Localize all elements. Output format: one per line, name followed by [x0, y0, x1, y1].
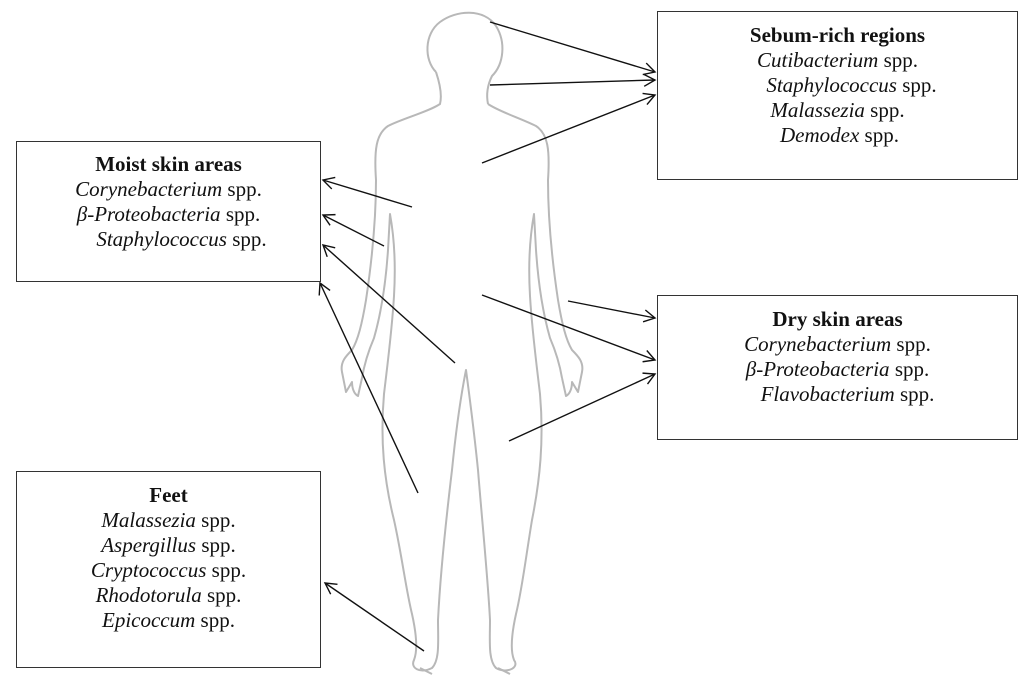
sebum-rich-regions-box: Sebum-rich regions Cutibacterium spp. St…	[657, 11, 1018, 180]
arrow-abdomen-to-dry	[482, 295, 655, 360]
inner-legs-outline	[438, 370, 490, 620]
organism-entry: Cutibacterium spp.	[658, 48, 1017, 73]
right-torso-outline	[490, 214, 562, 670]
organism-entry: Flavobacterium spp.	[658, 382, 1017, 407]
dry-box-title: Dry skin areas	[658, 307, 1017, 332]
sebum-box-title: Sebum-rich regions	[658, 23, 1017, 48]
organism-entry: Malassezia spp.	[658, 98, 1017, 123]
organism-entry: Staphylococcus spp.	[658, 73, 1017, 98]
arrow-chest-to-sebum	[482, 95, 655, 163]
organism-entry: Corynebacterium spp.	[17, 177, 320, 202]
arrow-head-to-sebum	[490, 22, 655, 72]
organism-entry: Cryptococcus spp.	[17, 558, 320, 583]
left-arm-outline	[342, 72, 441, 396]
organism-entry: β-Proteobacteria spp.	[658, 357, 1017, 382]
organism-entry: Rhodotorula spp.	[17, 583, 320, 608]
moist-box-title: Moist skin areas	[17, 152, 320, 177]
arrow-foot-to-feet	[325, 583, 424, 651]
organism-entry: Demodex spp.	[658, 123, 1017, 148]
organism-entry: Epicoccum spp.	[17, 608, 320, 633]
organism-entry: Malassezia spp.	[17, 508, 320, 533]
feet-box: Feet Malassezia spp. Aspergillus spp. Cr…	[16, 471, 321, 668]
organism-entry: Aspergillus spp.	[17, 533, 320, 558]
arrow-axilla-to-moist	[323, 180, 412, 207]
organism-entry: Corynebacterium spp.	[658, 332, 1017, 357]
organism-entry: Staphylococcus spp.	[17, 227, 320, 252]
human-body-outline	[342, 13, 583, 674]
arrows	[320, 22, 655, 651]
arrow-knee-to-moist	[320, 283, 418, 493]
head-outline	[427, 13, 502, 104]
arrow-face-to-sebum	[490, 80, 655, 85]
left-torso-outline	[362, 214, 438, 670]
arrow-forearm-to-dry	[568, 301, 655, 318]
feet-box-title: Feet	[17, 483, 320, 508]
dry-skin-areas-box: Dry skin areas Corynebacterium spp. β-Pr…	[657, 295, 1018, 440]
arrow-leg-to-dry	[509, 374, 655, 441]
organism-entry: β-Proteobacteria spp.	[17, 202, 320, 227]
moist-skin-areas-box: Moist skin areas Corynebacterium spp. β-…	[16, 141, 321, 282]
